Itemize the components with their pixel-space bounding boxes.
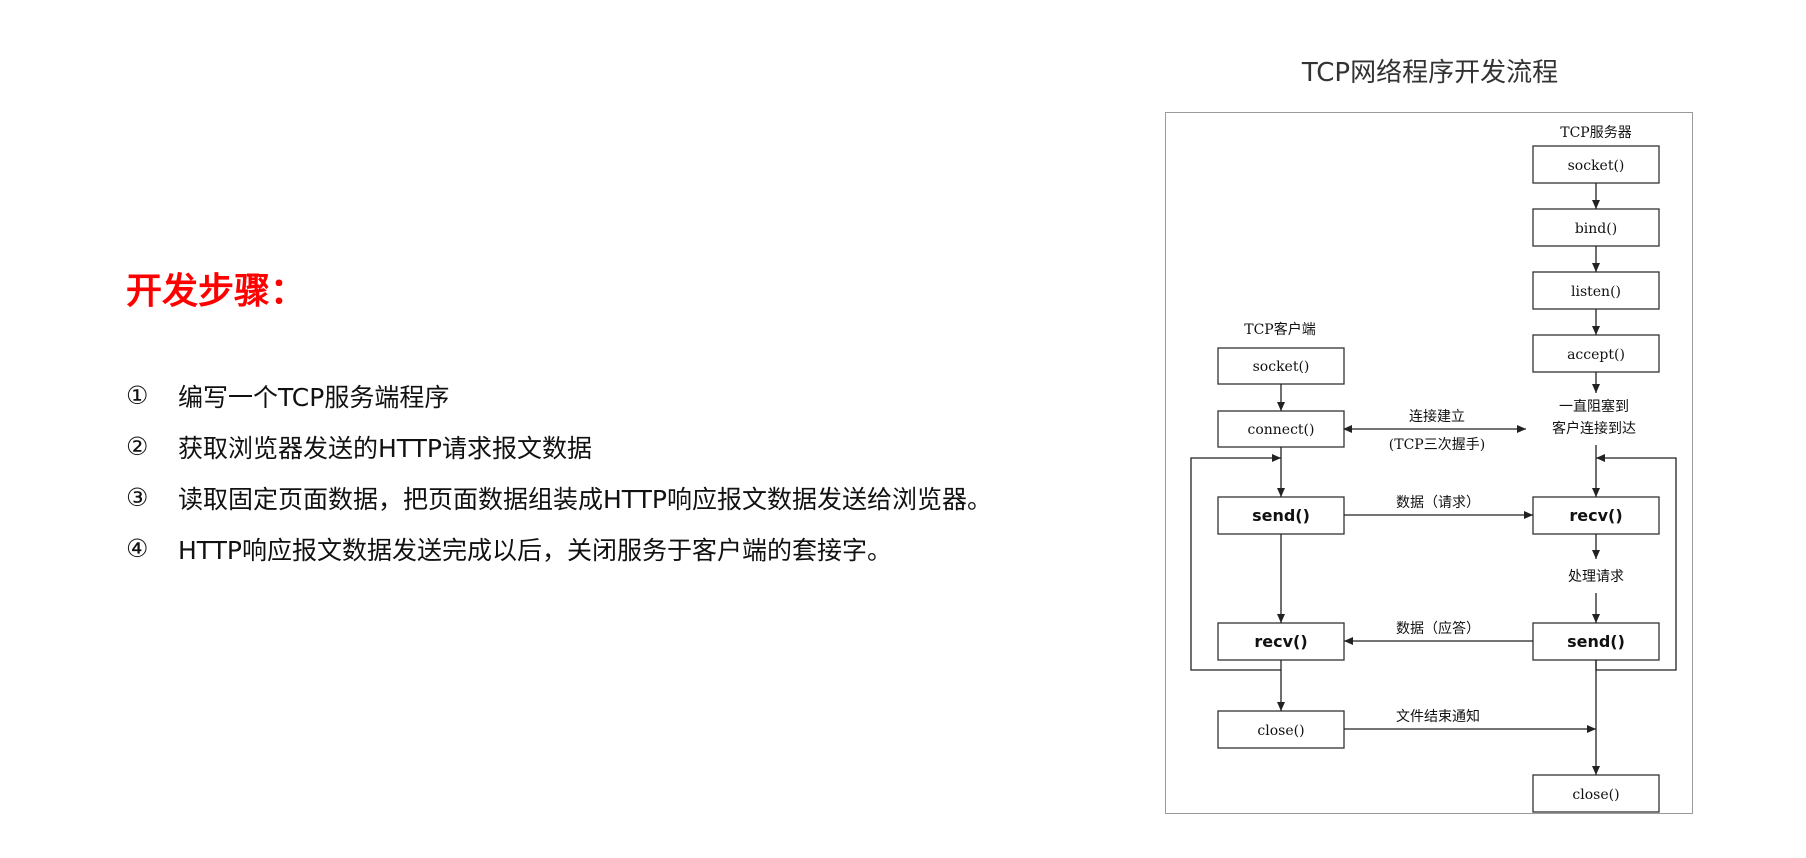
step-number: ③: [126, 483, 149, 512]
server-recv-box: recv(): [1532, 496, 1660, 535]
server-socket-label: socket(): [1568, 158, 1625, 174]
eof-label: 文件结束通知: [1396, 708, 1480, 725]
step-text: 编写一个TCP服务端程序: [178, 382, 450, 412]
flow-svg: TCP服务器 TCP客户端 socket() bind() listen() a…: [1190, 125, 1677, 813]
server-send-box: send(): [1532, 622, 1660, 661]
step-text: 读取固定页面数据，把页面数据组装成HTTP响应报文数据发送给浏览器。: [178, 484, 992, 514]
client-recv-box: recv(): [1217, 622, 1345, 661]
step-number: ④: [126, 534, 149, 563]
client-socket-box: socket(): [1217, 347, 1345, 385]
step-text: HTTP响应报文数据发送完成以后，关闭服务于客户端的套接字。: [178, 535, 892, 565]
client-socket-label: socket(): [1253, 359, 1310, 375]
client-close-label: close(): [1257, 723, 1304, 739]
step-item: ② 获取浏览器发送的HTTP请求报文数据: [126, 421, 992, 472]
server-accept-box: accept(): [1532, 334, 1660, 373]
server-send-label: send(): [1567, 632, 1625, 651]
request-label: 数据（请求）: [1396, 495, 1480, 511]
step-number: ②: [126, 432, 149, 461]
handle-request-note: 处理请求: [1568, 569, 1624, 585]
server-bind-label: bind(): [1575, 221, 1617, 237]
server-listen-box: listen(): [1532, 271, 1660, 310]
server-close-label: close(): [1572, 787, 1619, 803]
block-note-line1: 一直阻塞到: [1559, 398, 1629, 415]
step-item: ③ 读取固定页面数据，把页面数据组装成HTTP响应报文数据发送给浏览器。: [126, 472, 992, 523]
diagram-title: TCP网络程序开发流程: [1301, 58, 1559, 88]
connect-label-1: 连接建立: [1409, 408, 1465, 425]
connect-label-2: (TCP三次握手): [1389, 437, 1485, 453]
client-loop-arrow: [1190, 454, 1281, 671]
tcp-flow-diagram: TCP服务器 TCP客户端 socket() bind() listen() a…: [1165, 112, 1693, 814]
server-loop-arrow: [1595, 454, 1677, 671]
response-label: 数据（应答）: [1396, 620, 1480, 637]
server-label: TCP服务器: [1560, 125, 1631, 141]
server-listen-label: listen(): [1571, 284, 1621, 300]
step-item: ① 编写一个TCP服务端程序: [126, 370, 992, 421]
server-recv-label: recv(): [1569, 506, 1622, 525]
step-number: ①: [126, 381, 149, 410]
client-recv-label: recv(): [1254, 632, 1307, 651]
server-close-box: close(): [1532, 774, 1660, 813]
step-text: 获取浏览器发送的HTTP请求报文数据: [178, 433, 592, 463]
steps-list: ① 编写一个TCP服务端程序 ② 获取浏览器发送的HTTP请求报文数据 ③ 读取…: [126, 370, 992, 574]
page-heading: 开发步骤：: [126, 271, 307, 312]
client-label: TCP客户端: [1244, 321, 1315, 338]
client-send-label: send(): [1252, 506, 1310, 525]
client-connect-label: connect(): [1248, 422, 1315, 438]
client-close-box: close(): [1217, 710, 1345, 749]
step-item: ④ HTTP响应报文数据发送完成以后，关闭服务于客户端的套接字。: [126, 523, 992, 574]
server-accept-label: accept(): [1567, 347, 1625, 363]
client-connect-box: connect(): [1217, 410, 1345, 448]
server-bind-box: bind(): [1532, 208, 1660, 247]
block-note-line2: 客户连接到达: [1552, 420, 1636, 437]
server-socket-box: socket(): [1532, 145, 1660, 184]
client-send-box: send(): [1217, 496, 1345, 535]
